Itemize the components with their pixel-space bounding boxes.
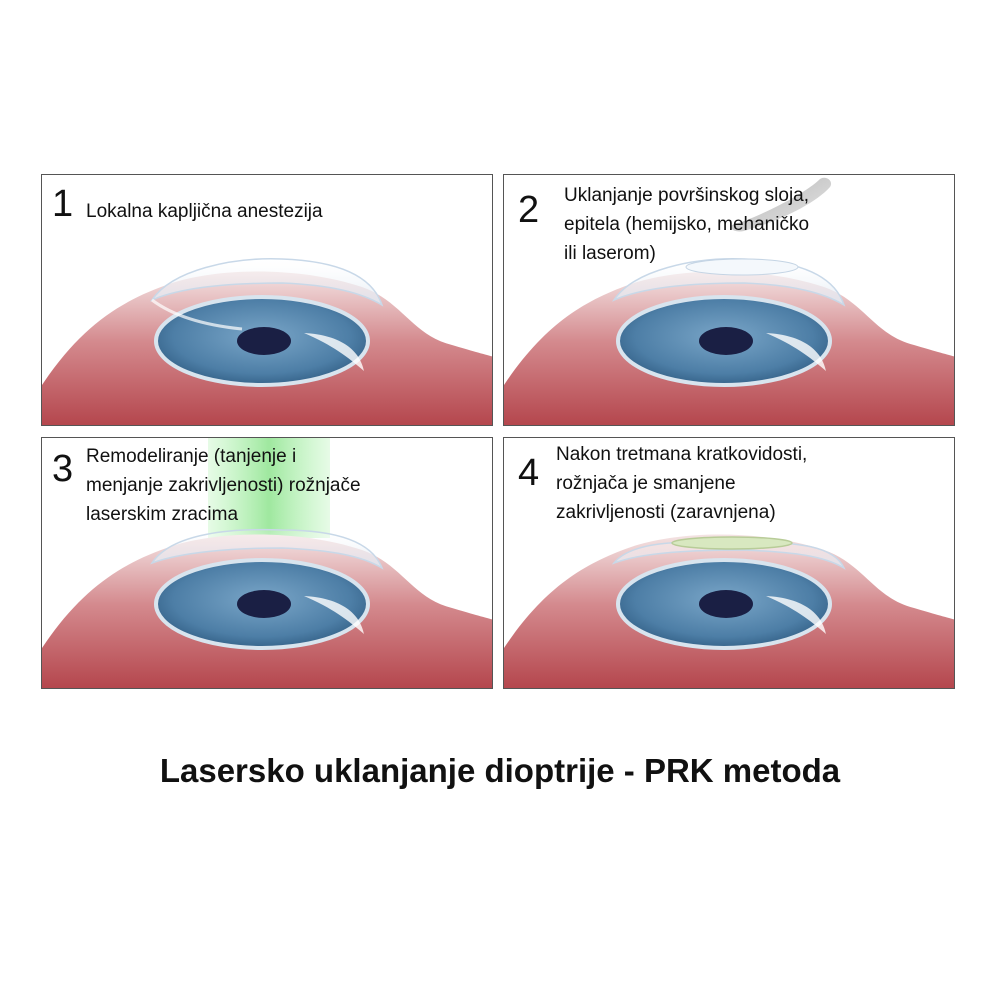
pupil — [237, 327, 291, 355]
step-caption: Uklanjanje površinskog sloja, epitela (h… — [564, 181, 954, 268]
step-caption: Remodeliranje (tanjenje i menjanje zakri… — [86, 442, 486, 529]
flattened-cornea — [671, 536, 793, 550]
step-number: 1 — [52, 183, 74, 225]
pupil — [699, 327, 753, 355]
eye-illustration — [42, 438, 492, 688]
caption-line: Lokalna kapljična anestezija — [86, 201, 323, 222]
step-number: 4 — [518, 452, 540, 494]
eye-illustration — [42, 258, 492, 425]
caption-line: Nakon tretmana kratkovidosti, — [556, 444, 808, 465]
step-panel-3: 3 Remodeliranje (tanjenje i menjanje zak… — [41, 437, 493, 689]
eye-illustration — [504, 177, 954, 425]
removed-epithelium — [685, 258, 799, 276]
surgical-tool — [730, 177, 832, 232]
step-caption: Nakon tretmana kratkovidosti, rožnjača j… — [556, 440, 954, 527]
cornea — [149, 258, 384, 307]
caption-line: epitela (hemijsko, mehaničko — [564, 214, 810, 235]
laser-beam — [208, 438, 330, 538]
highlight — [766, 596, 826, 634]
step-number: 3 — [52, 448, 74, 490]
step-caption: Lokalna kapljična anestezija — [86, 197, 486, 226]
caption-line: laserskim zracima — [86, 504, 239, 525]
pupil — [237, 590, 291, 618]
caption-line: Remodeliranje (tanjenje i — [86, 446, 297, 467]
step-number: 2 — [518, 189, 540, 231]
caption-line: rožnjača je smanjene — [556, 473, 736, 494]
caption-line: zakrivljenosti (zaravnjena) — [556, 502, 776, 523]
eye-illustration — [504, 534, 954, 688]
diagram-title: Lasersko uklanjanje dioptrije - PRK meto… — [159, 752, 841, 789]
highlight — [304, 596, 364, 634]
cornea — [150, 528, 384, 570]
highlight — [304, 333, 364, 371]
step-panel-2: 2 Uklanjanje površinskog sloja, epitela … — [503, 174, 955, 426]
highlight — [766, 333, 826, 371]
caption-line: ili laserom) — [564, 243, 656, 264]
caption-line: Uklanjanje površinskog sloja, — [564, 185, 810, 206]
pupil — [699, 590, 753, 618]
caption-line: menjanje zakrivljenosti) rožnjače — [86, 475, 361, 496]
step-panel-4: 4 Nakon tretmana kratkovidosti, rožnjača… — [503, 437, 955, 689]
step-panel-1: 1 Lokalna kapljična anestezija — [41, 174, 493, 426]
